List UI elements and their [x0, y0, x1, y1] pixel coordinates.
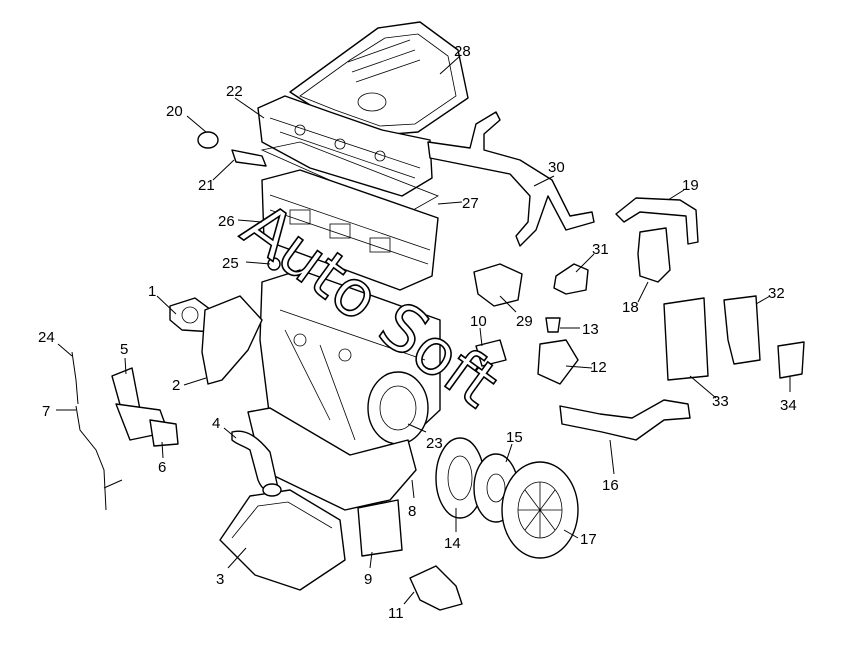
callout-12: 12 — [590, 359, 607, 376]
plug-part — [197, 131, 219, 149]
callout-21: 21 — [198, 177, 215, 194]
callout-30: 30 — [548, 159, 565, 176]
callout-33: 33 — [712, 393, 729, 410]
sensor-part — [545, 317, 561, 333]
callout-27: 27 — [462, 195, 479, 212]
callout-28: 28 — [454, 43, 471, 60]
filter-cartridge-part — [777, 341, 805, 379]
callout-4: 4 — [212, 415, 220, 432]
callout-2: 2 — [172, 377, 180, 394]
crankcase-frame-part — [247, 407, 417, 511]
dipstick-tube-part — [75, 405, 107, 511]
oil-pump-cover-part — [357, 499, 403, 557]
valve-cover-part — [257, 95, 433, 197]
callout-14: 14 — [444, 535, 461, 552]
elbow-fitting-part — [553, 263, 589, 295]
coolant-housing-part — [537, 339, 579, 385]
callout-20: 20 — [166, 103, 183, 120]
callout-8: 8 — [408, 503, 416, 520]
callout-17: 17 — [580, 531, 597, 548]
callout-7: 7 — [42, 403, 50, 420]
callout-34: 34 — [780, 397, 797, 414]
vacuum-hose-part — [615, 197, 699, 245]
callout-31: 31 — [592, 241, 609, 258]
dipstick-part — [71, 351, 79, 405]
callout-16: 16 — [602, 477, 619, 494]
mounting-bracket-part — [201, 295, 263, 385]
callout-5: 5 — [120, 341, 128, 358]
coolant-pipe-part — [559, 399, 691, 441]
callout-26: 26 — [218, 213, 235, 230]
vacuum-pump-part — [473, 263, 523, 307]
callout-29: 29 — [516, 313, 533, 330]
fuel-filter-head-part — [723, 295, 761, 365]
starter-part — [409, 565, 463, 611]
callout-18: 18 — [622, 299, 639, 316]
fuel-filter-part — [663, 297, 709, 381]
callout-13: 13 — [582, 321, 599, 338]
coolant-hose-part — [427, 111, 595, 247]
callout-19: 19 — [682, 177, 699, 194]
oil-pan-part — [219, 489, 346, 591]
thermostat-housing-part — [111, 367, 179, 447]
callout-labels: 1 2 3 4 5 6 7 8 9 11 12 13 14 15 16 17 1… — [38, 43, 797, 622]
control-valve-part — [637, 227, 671, 283]
callout-11: 11 — [388, 605, 404, 622]
callout-9: 9 — [364, 571, 372, 588]
pressure-plate-part — [501, 461, 579, 559]
camshaft-sensor-part — [231, 149, 267, 167]
fitting-part — [475, 339, 507, 367]
callout-25: 25 — [222, 255, 239, 272]
callout-10: 10 — [470, 313, 487, 330]
callout-23: 23 — [426, 435, 443, 452]
callout-32: 32 — [768, 285, 785, 302]
callout-15: 15 — [506, 429, 523, 446]
callout-24: 24 — [38, 329, 55, 346]
callout-1: 1 — [148, 283, 156, 300]
callout-3: 3 — [216, 571, 224, 588]
callout-6: 6 — [158, 459, 166, 476]
callout-22: 22 — [226, 83, 243, 100]
cylinder-head-part — [261, 169, 439, 291]
leader-lines — [56, 55, 791, 605]
